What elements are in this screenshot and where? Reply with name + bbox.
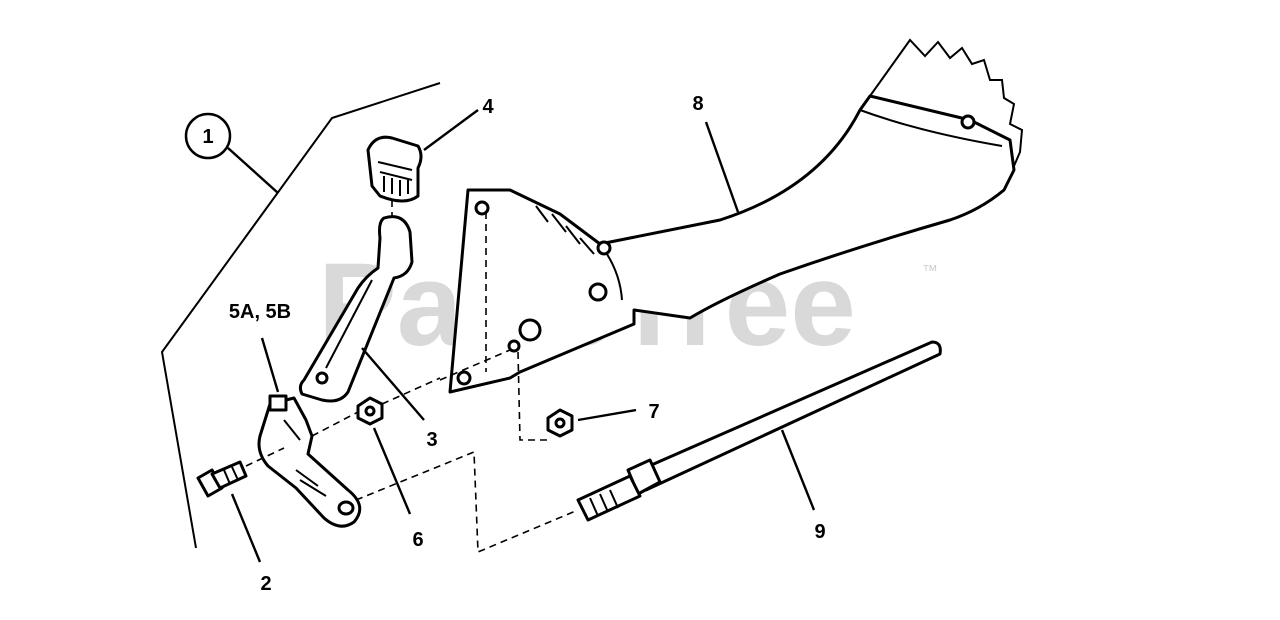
part-8-gear-quadrant[interactable]: [448, 38, 1024, 394]
callout-4-label[interactable]: 4: [482, 96, 494, 118]
watermark-trademark: ™: [922, 263, 938, 280]
part-3-lever-arm[interactable]: [298, 215, 414, 403]
leader-5: [260, 337, 280, 393]
callout-1-circle: [184, 112, 232, 160]
callout-2-label[interactable]: 2: [260, 573, 271, 595]
leader-1: [227, 147, 279, 194]
part-2-bolt[interactable]: [196, 460, 248, 498]
leader-9: [780, 429, 816, 511]
part-4-handle-grip[interactable]: [366, 135, 423, 203]
leader-2: [230, 493, 262, 563]
alignment-6b: [381, 377, 441, 405]
callout-1-label: 1: [202, 126, 213, 148]
callout-3-label[interactable]: 3: [426, 429, 437, 451]
alignment-bracket-rod: [355, 450, 579, 554]
leader-3: [361, 347, 425, 421]
callout-7-label[interactable]: 7: [648, 401, 659, 423]
part-6-nut[interactable]: [356, 396, 384, 426]
callout-1[interactable]: 1: [184, 112, 232, 160]
assembly-bracket-line: [160, 82, 441, 549]
leader-4: [423, 109, 479, 151]
callout-6-label[interactable]: 6: [412, 529, 423, 551]
leader-8: [704, 121, 740, 213]
alignment-6: [311, 411, 359, 437]
alignment-7: [517, 351, 548, 441]
callout-8-label[interactable]: 8: [692, 93, 703, 115]
alignment-8b: [439, 349, 511, 381]
leader-6: [372, 427, 412, 515]
callout-5-label[interactable]: 5A, 5B: [229, 301, 291, 323]
part-9-rod[interactable]: [576, 340, 942, 522]
part-5-pivot-bracket[interactable]: [257, 394, 362, 528]
leader-7: [577, 408, 637, 422]
callout-9-label[interactable]: 9: [814, 521, 825, 543]
part-7-nut[interactable]: [546, 408, 574, 438]
